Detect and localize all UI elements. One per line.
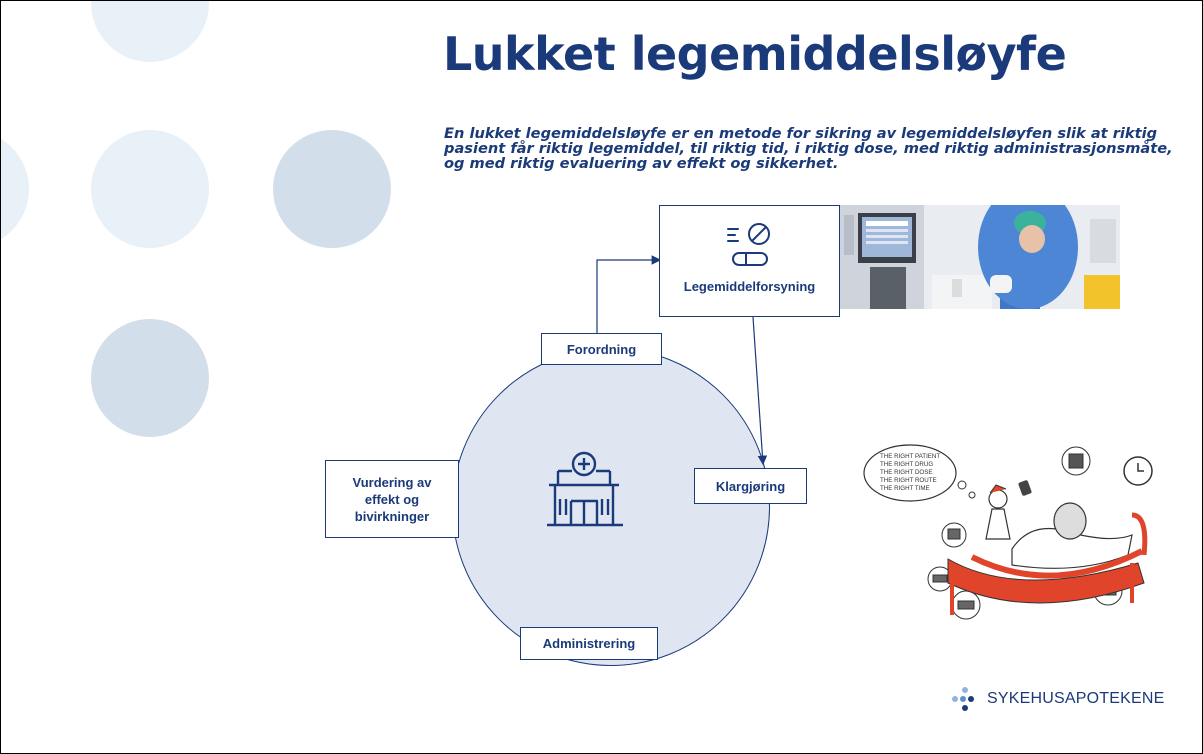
evaluation-box[interactable]: Vurdering av effekt og bivirkninger: [325, 460, 459, 538]
right-patient-cartoon: THE RIGHT PATIENT THE RIGHT DRUG THE RIG…: [862, 439, 1156, 635]
administration-box[interactable]: Administrering: [520, 627, 658, 660]
page-title: Lukket legemiddelsløyfe: [443, 27, 1067, 81]
evaluation-label: Vurdering av effekt og bivirkninger: [352, 474, 432, 524]
order-label: Forordning: [566, 341, 637, 357]
clock-icon: [1123, 456, 1153, 486]
arrow-supply-to-prep: [752, 316, 768, 466]
hospital-icon: [547, 451, 623, 527]
decorative-circle: [91, 130, 209, 248]
arrow-order-to-supply: [596, 255, 662, 333]
cycle-circle: [452, 348, 770, 666]
thought-line: THE RIGHT DRUG: [880, 461, 933, 468]
administration-label: Administrering: [542, 636, 636, 651]
thought-line: THE RIGHT TIME: [880, 485, 930, 492]
logo-text: SYKEHUSAPOTEKENE: [987, 690, 1165, 707]
thought-line: THE RIGHT PATIENT: [880, 453, 940, 460]
supply-box[interactable]: Legemiddelforsyning: [659, 205, 840, 317]
page-subtitle: En lukket legemiddelsløyfe er en metode …: [444, 125, 1173, 172]
decorative-circle: [91, 319, 209, 437]
thought-line: THE RIGHT DOSE: [880, 469, 933, 476]
thought-line: THE RIGHT ROUTE: [880, 477, 937, 484]
pharmacy-photo: [840, 205, 1120, 309]
preparation-box[interactable]: Klargjøring: [694, 468, 807, 504]
sykehusapotekene-logo: SYKEHUSAPOTEKENE: [951, 686, 1164, 712]
logo-dots-icon: [952, 687, 974, 711]
order-box[interactable]: Forordning: [541, 333, 662, 365]
preparation-label: Klargjøring: [715, 478, 786, 494]
decorative-circle: [273, 130, 391, 248]
supply-label: Legemiddelforsyning: [683, 279, 816, 294]
pills-icon: [726, 223, 770, 266]
